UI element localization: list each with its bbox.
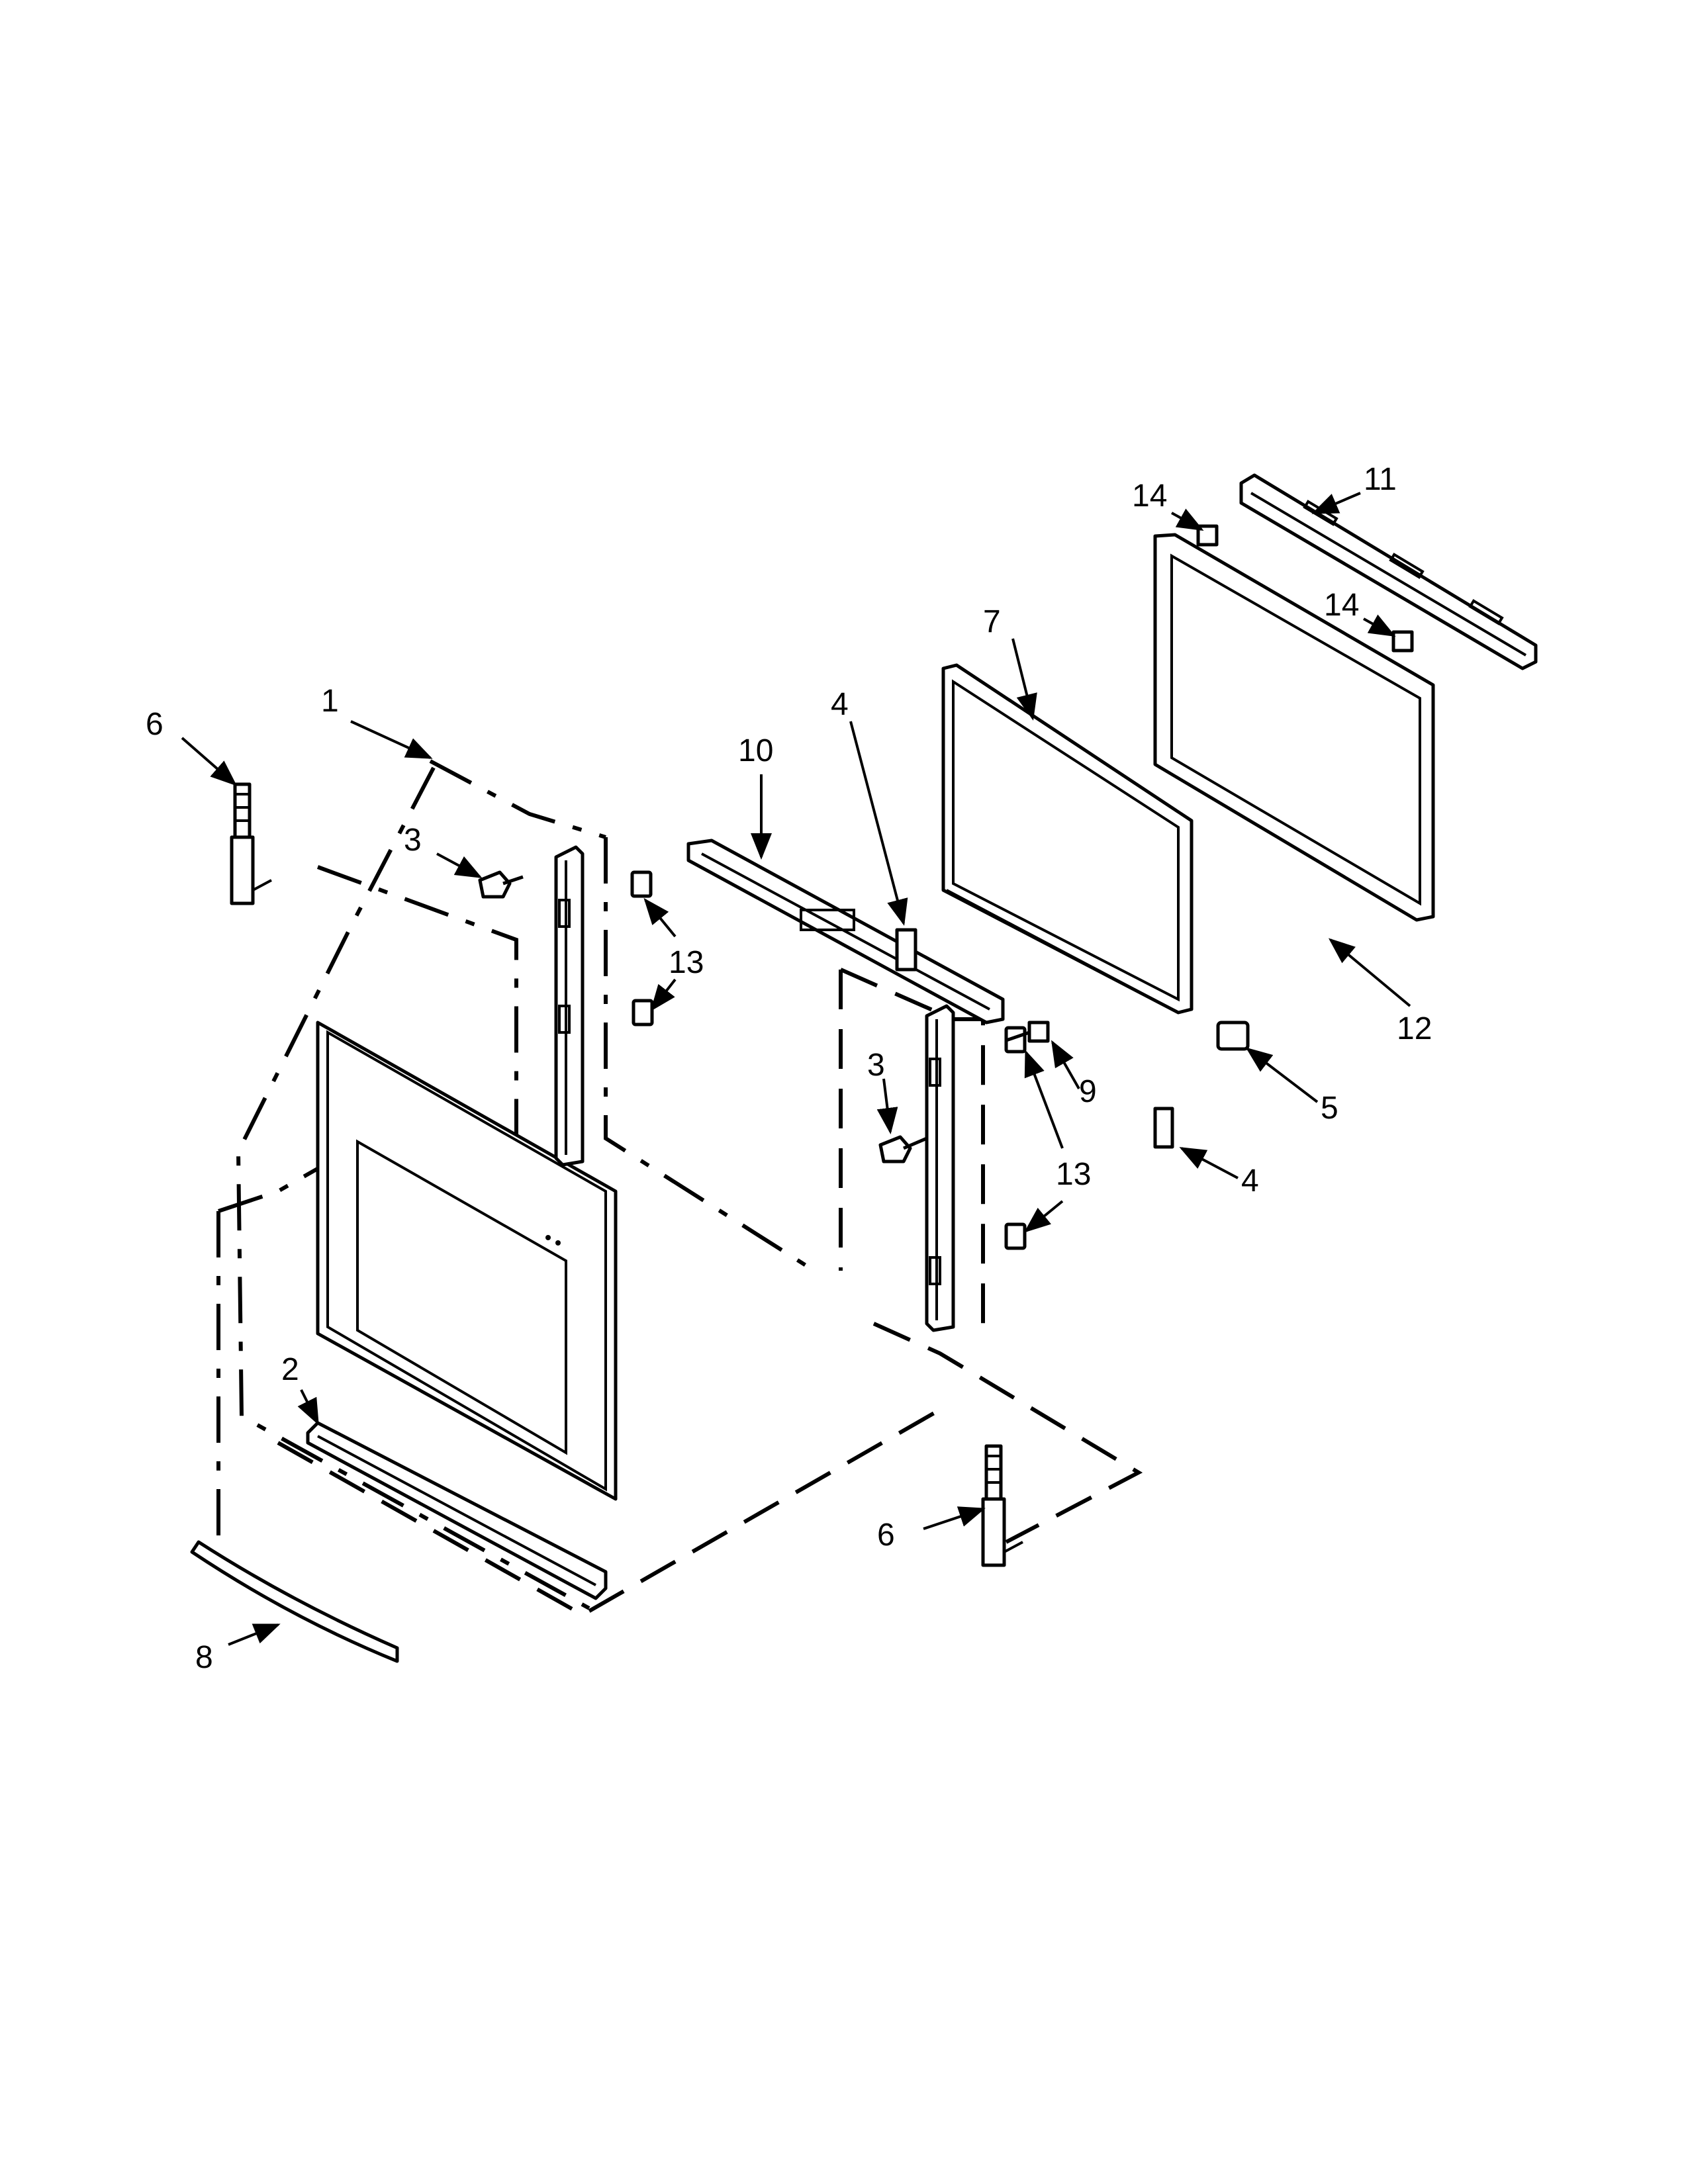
insulation-tab-lower [1153,1107,1174,1149]
callout-13-right: 13 [1056,1157,1091,1192]
inner-glass-panel [1153,533,1435,922]
callout-10: 10 [738,733,773,768]
callout-13-left: 13 [669,945,704,980]
right-side-channel [925,1004,955,1332]
callout-labels: 1 2 3 3 4 4 5 6 6 7 8 9 10 11 12 13 13 1… [146,462,1432,1675]
callout-5: 5 [1321,1091,1338,1126]
callout-12: 12 [1397,1011,1432,1046]
callout-3-left: 3 [404,823,422,858]
hinge-left [230,782,272,905]
clip-lower-right [1004,1222,1027,1250]
hinge-right [981,1444,1023,1567]
callout-8: 8 [195,1640,213,1675]
callout-14-upper: 14 [1132,478,1167,514]
clip-lower-left [632,999,654,1026]
callout-4-lower: 4 [1241,1163,1259,1199]
callout-14-lower: 14 [1324,588,1359,623]
callout-9: 9 [1079,1074,1097,1109]
callout-6-right: 6 [877,1518,895,1553]
screw-right [878,1135,927,1163]
callout-1: 1 [321,684,339,719]
door-handle [190,1540,399,1663]
bolt [1006,1021,1050,1043]
top-rail [686,839,1005,1024]
pad-lower [1391,630,1414,653]
callout-3-right: 3 [867,1048,885,1083]
callout-2: 2 [281,1352,299,1387]
inner-glass-frame [941,663,1194,1015]
callout-7: 7 [983,604,1001,639]
callout-11: 11 [1364,462,1397,497]
callout-4-upper: 4 [831,687,849,722]
pad-upper [1196,524,1219,547]
assembly-guide-lines [216,759,1143,1617]
callout-6-left: 6 [146,707,164,742]
screw-left [478,870,524,899]
door-outer-panel [316,1021,618,1501]
leader-lines [181,492,1411,1646]
insulation-tab-upper [895,928,917,972]
left-side-channel [554,845,585,1167]
clip-upper-left [630,870,653,898]
latch-block [1216,1021,1250,1051]
